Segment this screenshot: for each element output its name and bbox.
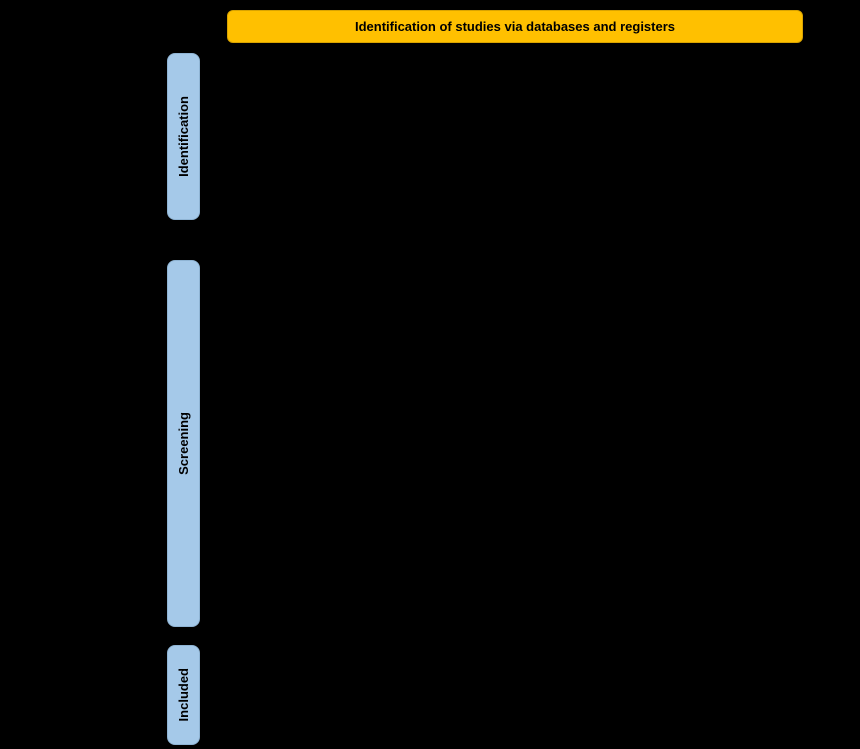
phase-bar-screening: Screening — [167, 260, 200, 627]
phase-bar-included: Included — [167, 645, 200, 745]
phase-bar-identification-label: Identification — [176, 96, 191, 177]
title-banner-label: Identification of studies via databases … — [354, 19, 676, 34]
phase-bar-identification: Identification — [167, 53, 200, 220]
phase-bar-screening-label: Screening — [176, 412, 191, 475]
phase-bar-included-label: Included — [176, 668, 191, 722]
title-banner: Identification of studies via databases … — [227, 10, 803, 43]
